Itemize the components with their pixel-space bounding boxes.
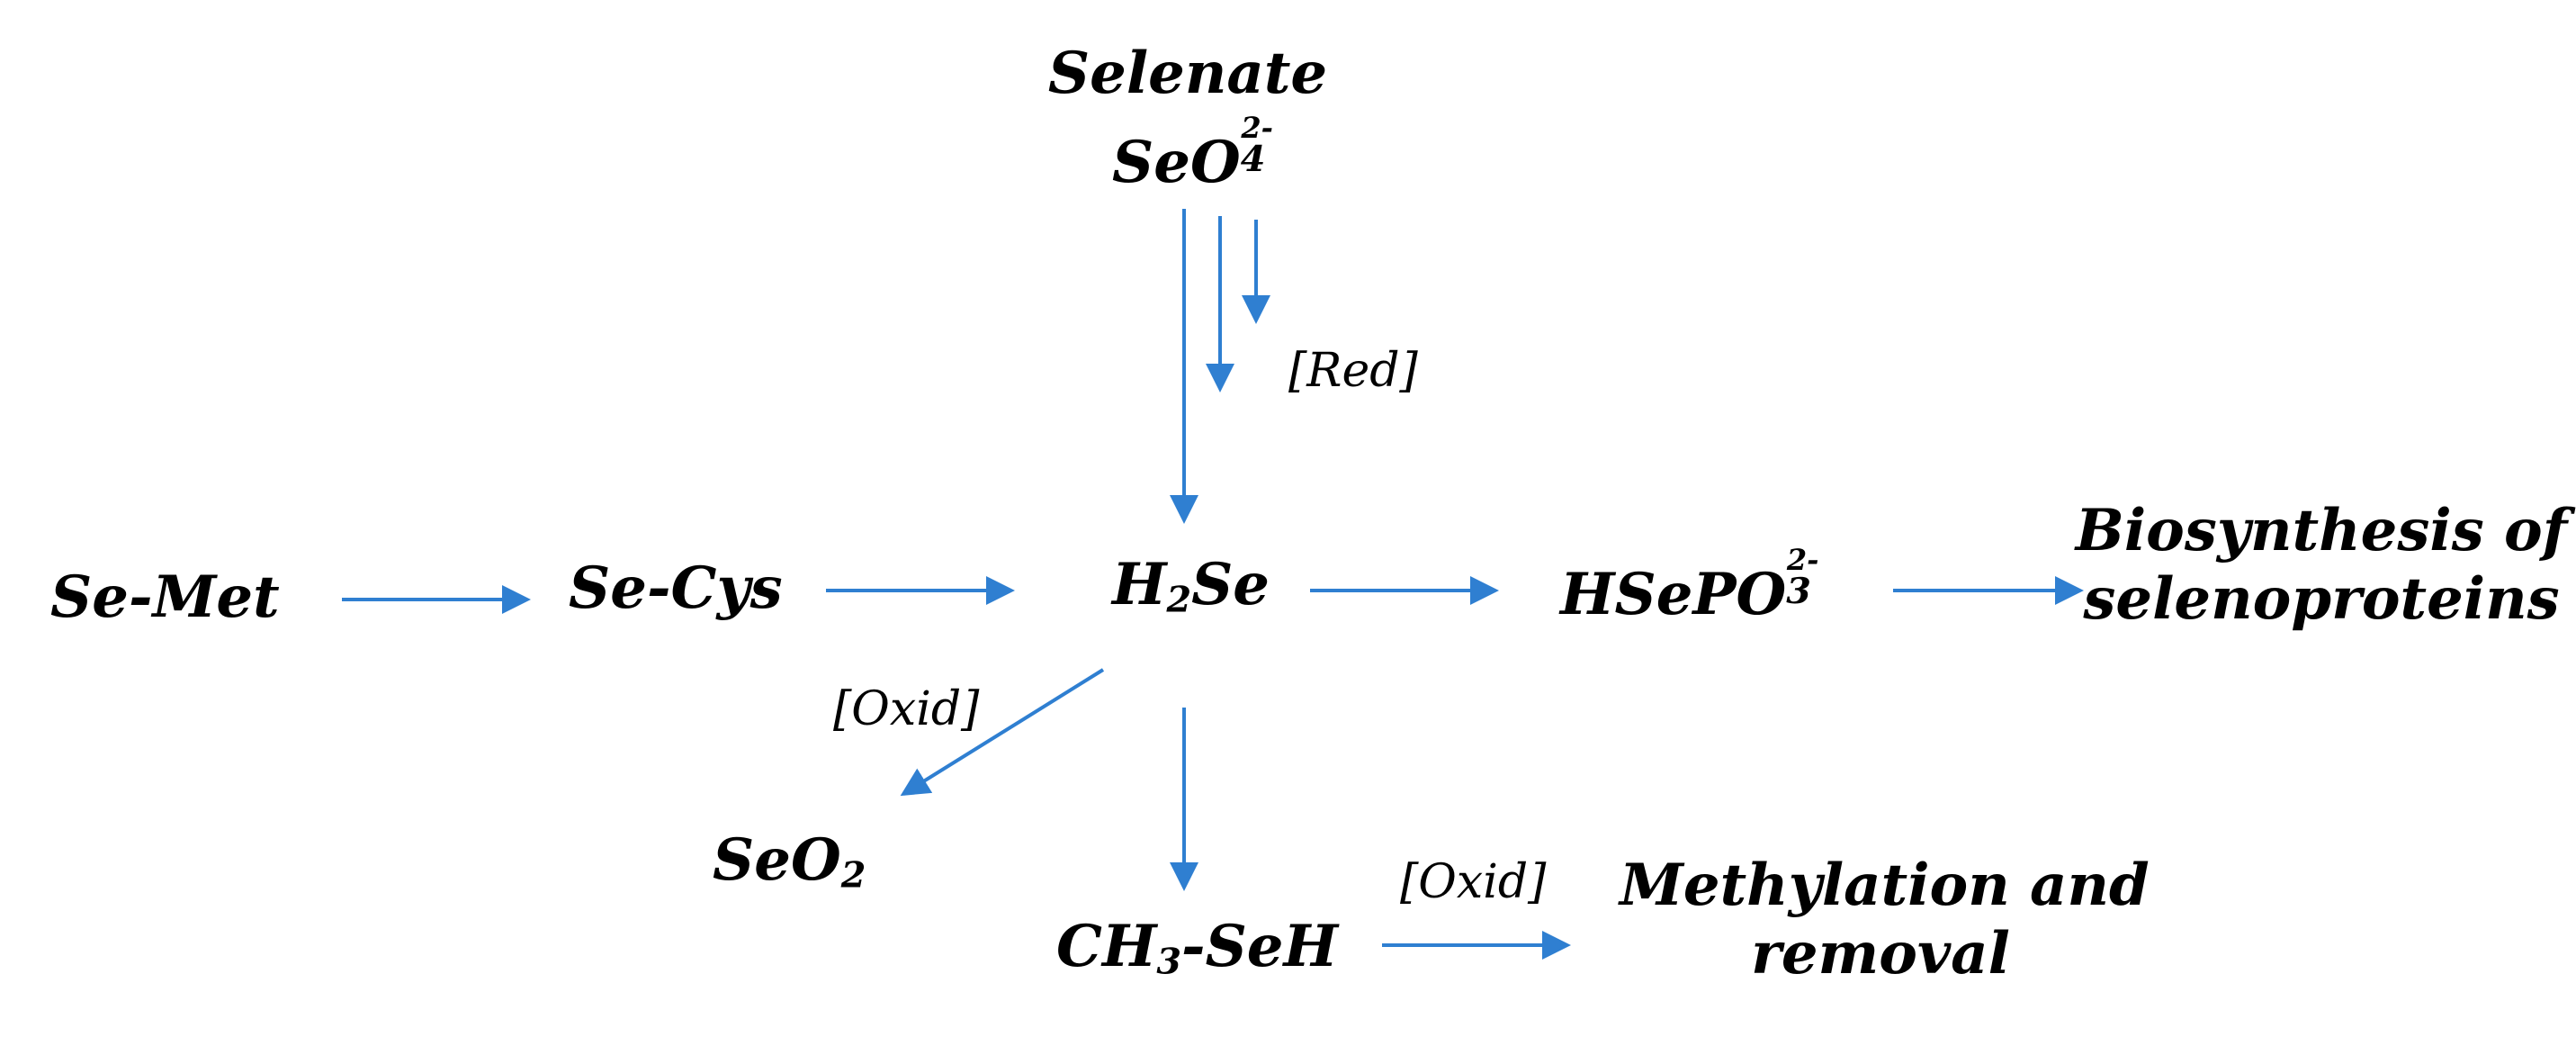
biosynthesis-line2: selenoproteins	[2083, 564, 2560, 633]
condition-oxid-right: [Oxid]	[1400, 855, 1547, 909]
hsepo3-subscript: 3	[1786, 570, 1811, 612]
node-biosynthesis: Biosynthesis of selenoproteins	[2069, 497, 2573, 633]
hsepo3-formula-main: HSePO	[1560, 561, 1787, 628]
h2se-h: H	[1112, 551, 1167, 618]
selenate-subscript: 4	[1240, 138, 1266, 180]
selenate-label: Selenate	[1047, 40, 1328, 107]
condition-red: [Red]	[1288, 344, 1418, 398]
seo2-formula-main: SeO	[713, 826, 841, 894]
node-ch3seh: CH3-SeH	[1056, 918, 1338, 980]
node-selenate-name: Selenate	[1044, 45, 1332, 103]
ch3seh-subscript: 3	[1156, 941, 1182, 983]
node-methylation: Methylation and removal	[1620, 852, 2150, 987]
selenate-charge: 2-	[1241, 110, 1273, 145]
node-se-met: Se-Met	[50, 564, 280, 631]
hsepo3-charge: 2-	[1786, 542, 1819, 577]
condition-oxid-left: [Oxid]	[833, 682, 980, 736]
ch3seh-seh: -SeH	[1181, 913, 1338, 980]
h2se-se: Se	[1191, 551, 1270, 618]
h2se-subscript: 2	[1166, 579, 1192, 621]
ch3seh-ch: CH	[1056, 913, 1157, 980]
node-seo2: SeO2	[713, 832, 866, 894]
seo2-subscript: 2	[840, 854, 866, 897]
arrow-h2se-to-seo2	[900, 668, 1105, 797]
selenate-formula-main: SeO	[1112, 129, 1241, 196]
biosynthesis-line1: Biosynthesis of	[2075, 497, 2568, 564]
node-h2se: H2Se	[1112, 556, 1270, 618]
methylation-line2: removal	[1751, 919, 2010, 987]
node-se-cys: Se-Cys	[569, 555, 783, 622]
methylation-line1: Methylation and	[1620, 852, 2150, 919]
